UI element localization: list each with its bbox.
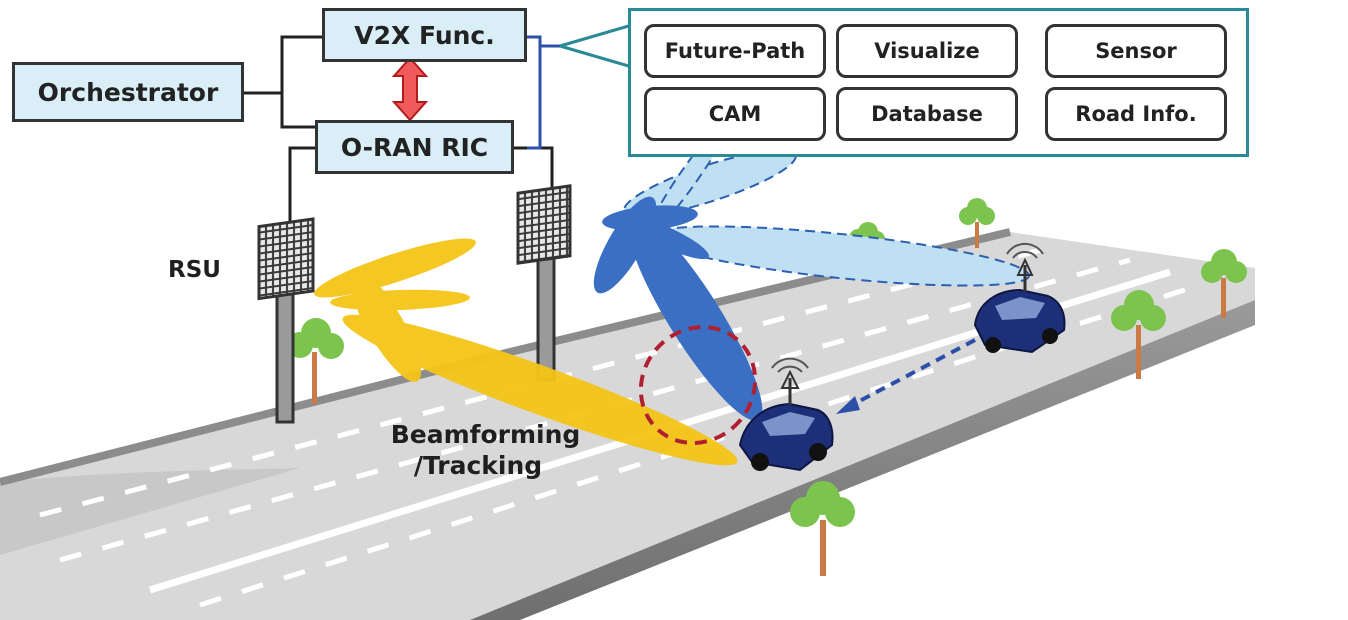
blue-beam [593,196,763,421]
tracking-label: /Tracking [413,451,543,480]
oran-ric-box: O-RAN RIC [315,120,514,174]
beamforming-label: Beamforming [390,420,581,449]
tree [287,318,344,404]
connection-lines [244,35,554,225]
bracket [527,23,633,150]
car-front [738,357,834,472]
tree [959,198,995,248]
rsu-left [257,217,315,424]
function-road-info: Road Info. [1045,87,1227,141]
rsu-right [516,184,572,382]
yellow-beam [314,238,738,466]
function-cam: CAM [644,87,826,141]
tree [1201,249,1247,318]
rsu-label: RSU [168,257,221,283]
v2x-func-box: V2X Func. [322,8,527,62]
red-double-arrow [391,56,429,122]
tree [1111,290,1166,379]
tree [790,481,855,576]
function-visualize: Visualize [836,24,1018,78]
car-link-arrow [836,338,976,414]
car-back [973,242,1066,354]
function-panel: Future-Path Visualize Sensor CAM Databas… [628,8,1249,157]
orchestrator-box: Orchestrator [12,62,244,122]
tracking-ellipse [638,325,758,445]
function-database: Database [836,87,1018,141]
function-sensor: Sensor [1045,24,1227,78]
function-future-path: Future-Path [644,24,826,78]
